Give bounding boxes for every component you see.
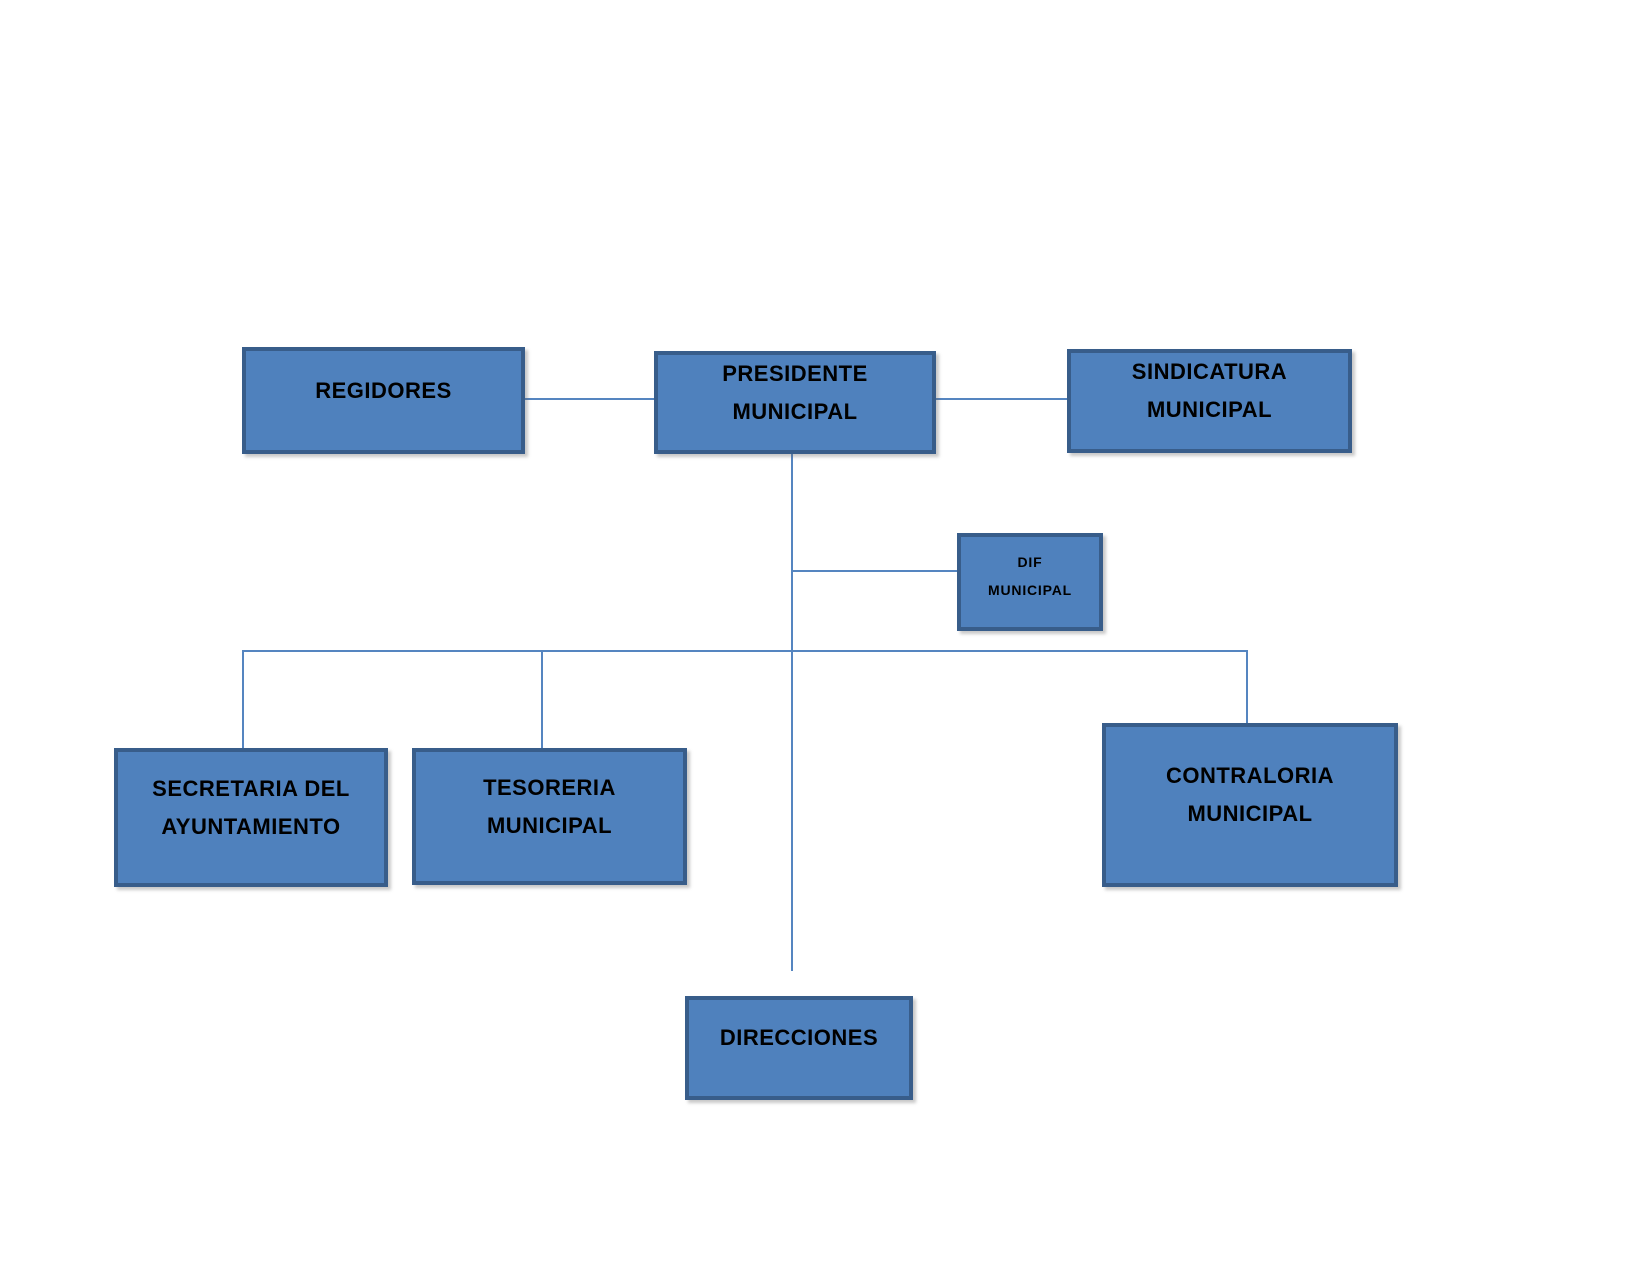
connector-drop-contraloria [1246, 652, 1248, 723]
node-label-line: REGIDORES [315, 377, 452, 403]
connector-presidente-sindicatura [936, 398, 1067, 400]
node-tesoreria-municipal: TESORERIA MUNICIPAL [412, 748, 687, 885]
node-label-line: AYUNTAMIENTO [161, 813, 341, 839]
node-label-line: MUNICIPAL [988, 582, 1072, 598]
node-label-line: MUNICIPAL [1187, 801, 1313, 826]
node-regidores: REGIDORES [242, 347, 525, 454]
connector-main-horizontal [242, 650, 1248, 652]
node-label-line: TESORERIA [483, 774, 616, 800]
connector-presidente-trunk [791, 454, 793, 971]
node-label-line: MUNICIPAL [1146, 397, 1273, 422]
node-label-line: DIF [1017, 554, 1043, 570]
connector-drop-tesoreria [541, 652, 543, 748]
node-label-line: SINDICATURA [1131, 359, 1288, 384]
node-label-line: MUNICIPAL [486, 812, 613, 838]
connector-drop-secretaria [242, 652, 244, 748]
node-label-line: DIRECCIONES [719, 1025, 879, 1050]
node-presidente-municipal: PRESIDENTE MUNICIPAL [654, 351, 936, 454]
node-label-line: PRESIDENTE [722, 360, 868, 386]
node-sindicatura-municipal: SINDICATURA MUNICIPAL [1067, 349, 1352, 453]
connector-presidente-dif [793, 570, 957, 572]
node-direcciones: DIRECCIONES [685, 996, 913, 1100]
node-contraloria-municipal: CONTRALORIA MUNICIPAL [1102, 723, 1398, 887]
node-label-line: CONTRALORIA [1165, 763, 1335, 788]
node-secretaria-del-ayuntamiento: SECRETARIA DEL AYUNTAMIENTO [114, 748, 388, 887]
node-dif-municipal: DIF MUNICIPAL [957, 533, 1103, 631]
node-label-line: MUNICIPAL [732, 398, 858, 424]
connector-presidente-regidores [525, 398, 654, 400]
node-label-line: SECRETARIA DEL [152, 775, 350, 801]
